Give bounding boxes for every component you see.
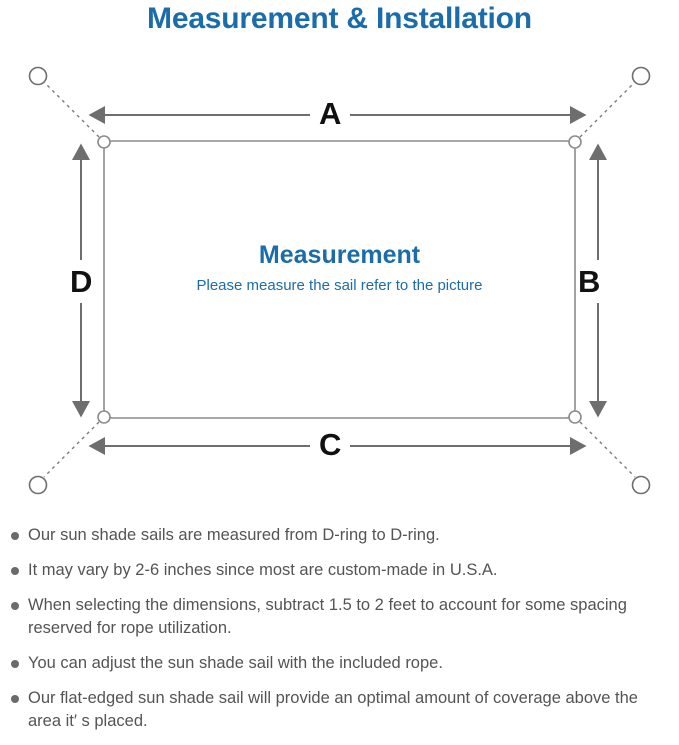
dimension-label-c: C — [310, 429, 351, 460]
bullet-icon — [11, 532, 19, 540]
bullet-icon — [11, 695, 19, 703]
list-item-text: You can adjust the sun shade sail with t… — [28, 654, 443, 672]
list-item: You can adjust the sun shade sail with t… — [0, 652, 679, 675]
list-item: It may vary by 2-6 inches since most are… — [0, 559, 679, 582]
sail-outline — [103, 140, 576, 419]
list-item: Our sun shade sails are measured from D-… — [0, 524, 679, 547]
sun-shade-sail-measurement-diagram: A B C D Measurement Please measure the s… — [0, 44, 679, 514]
anchor-bottom-right — [631, 475, 651, 495]
list-item-text: Our sun shade sails are measured from D-… — [28, 526, 440, 544]
list-item: When selecting the dimensions, subtract … — [0, 594, 679, 640]
dimension-label-a: A — [310, 98, 351, 129]
bullet-icon — [11, 567, 19, 575]
anchor-point-group — [28, 66, 651, 495]
measurement-caption: Measurement Please measure the sail refe… — [104, 240, 575, 295]
list-item: Our flat-edged sun shade sail will provi… — [0, 687, 679, 733]
anchor-bottom-left — [28, 475, 48, 495]
measurement-caption-subtitle: Please measure the sail refer to the pic… — [196, 277, 483, 294]
dimension-label-b: B — [576, 260, 603, 303]
d-ring-top-right — [568, 135, 582, 149]
list-item-text: Our flat-edged sun shade sail will provi… — [28, 689, 638, 730]
rope-lines — [43, 81, 636, 478]
page-title: Measurement & Installation — [147, 2, 532, 35]
d-ring-top-left — [97, 135, 111, 149]
anchor-top-right — [631, 66, 651, 86]
d-ring-bottom-right — [568, 410, 582, 424]
d-ring-bottom-left — [97, 410, 111, 424]
bullet-icon — [11, 660, 19, 668]
notes-list: Our sun shade sails are measured from D-… — [0, 524, 679, 745]
dimension-label-d: D — [68, 260, 95, 303]
anchor-top-left — [28, 66, 48, 86]
bullet-icon — [11, 602, 19, 610]
list-item-text: When selecting the dimensions, subtract … — [28, 596, 627, 637]
list-item-text: It may vary by 2-6 inches since most are… — [28, 561, 498, 579]
measurement-caption-title: Measurement — [258, 241, 421, 269]
d-ring-group — [97, 135, 582, 424]
